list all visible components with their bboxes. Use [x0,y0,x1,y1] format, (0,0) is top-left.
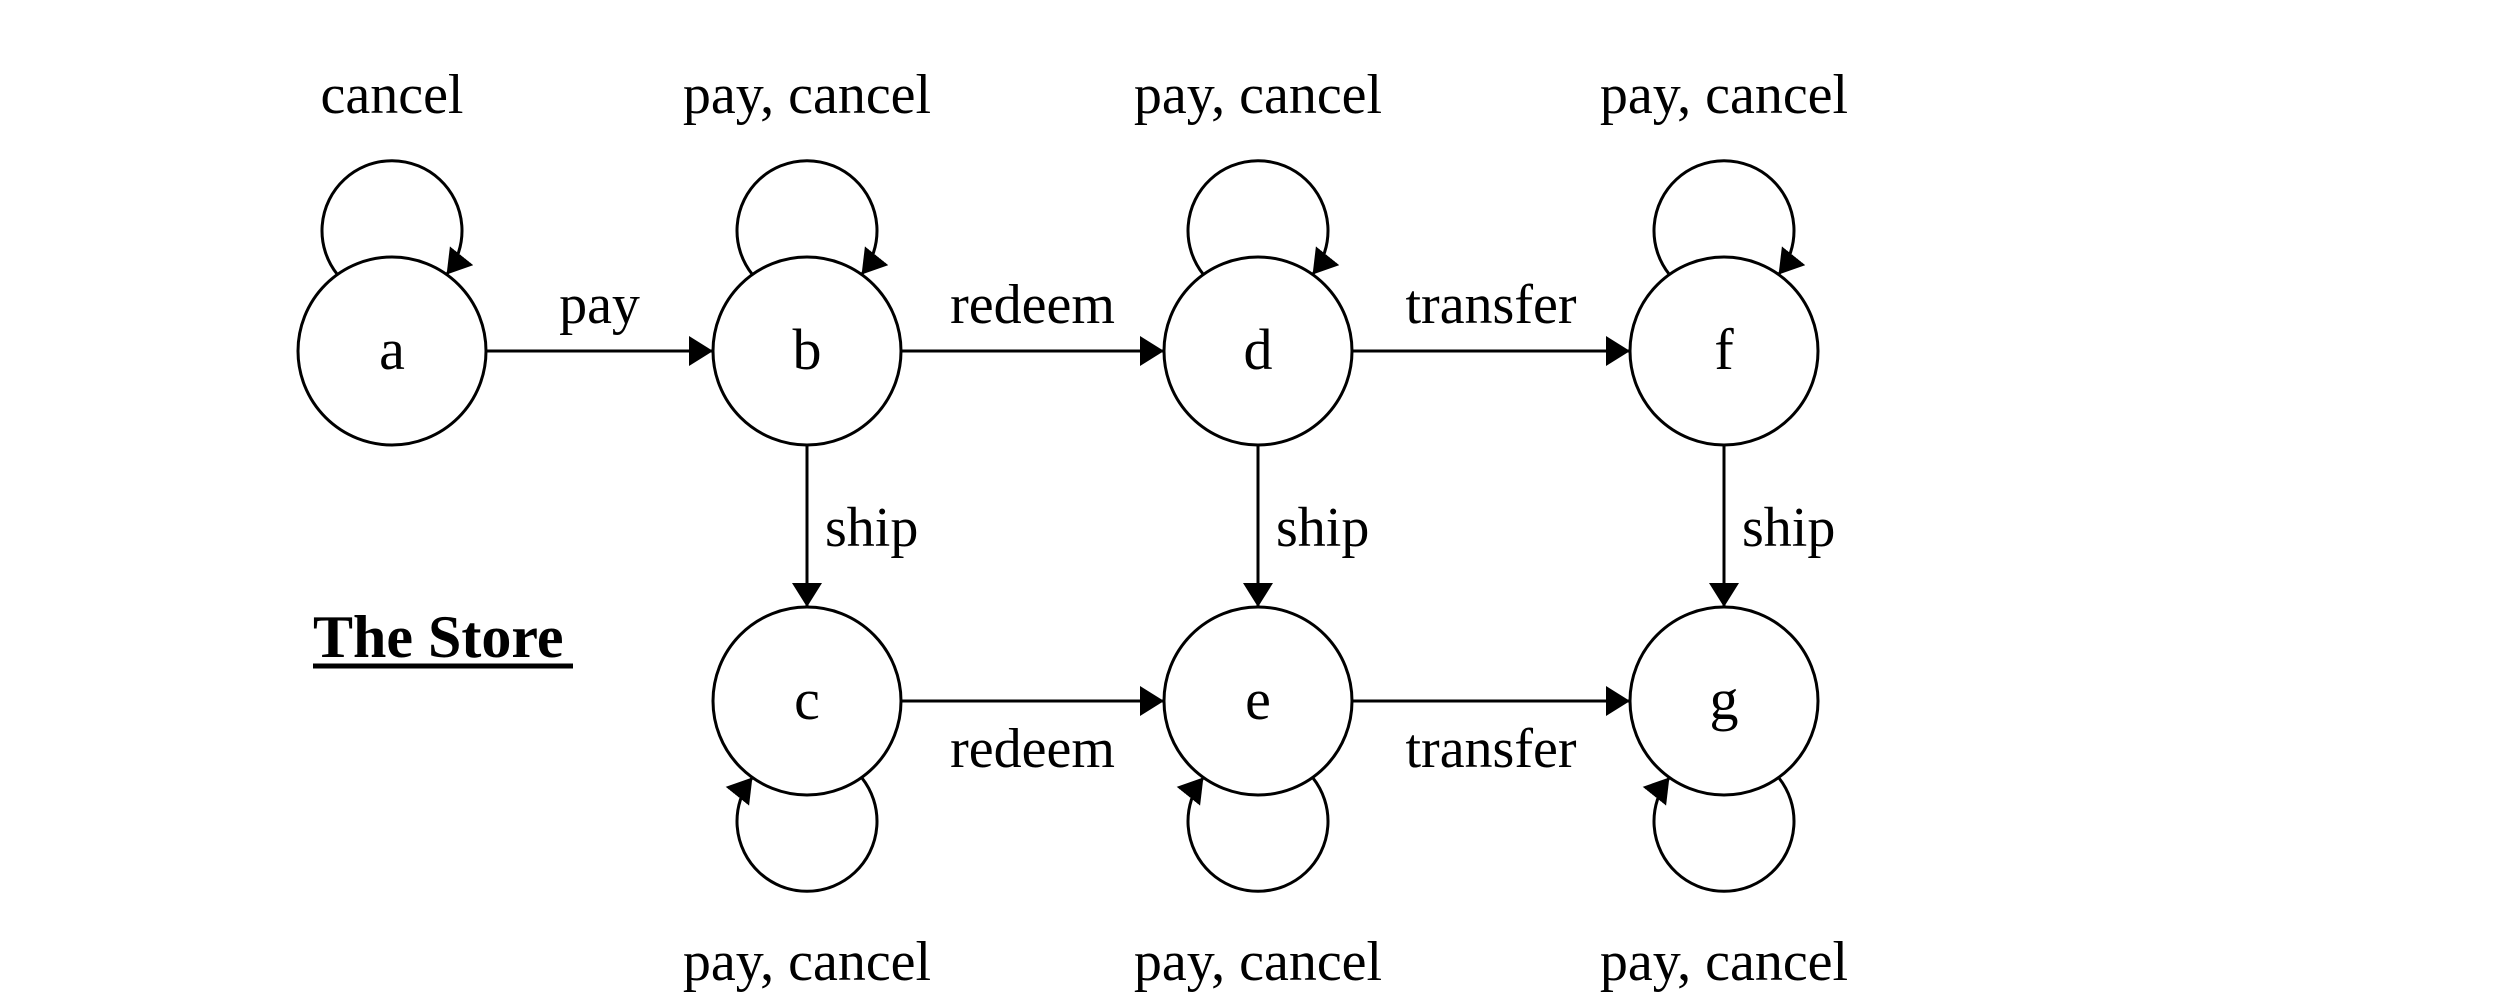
state-node-f: f [1628,255,1820,447]
edge-label: redeem [950,274,1115,336]
state-circle [1162,255,1354,447]
nodes-group: a b c d e f g [296,255,1820,797]
state-node-a: a [296,255,488,447]
self-loops-group: cancel pay, cancel pay, cancel pay, cancel p… [320,64,1848,993]
edge-label: transfer [1405,274,1576,336]
self-loop-g [1642,776,1796,893]
edge-label: pay [559,274,640,336]
self-loop-label: pay, cancel [1600,931,1848,993]
state-circle [1162,605,1354,797]
state-label: a [379,317,405,382]
self-loop-label: pay, cancel [1134,931,1382,993]
edge-label: ship [1742,497,1835,559]
self-loop-label: pay, cancel [1134,64,1382,126]
state-node-c: c [711,605,903,797]
state-node-b: b [711,255,903,447]
self-loop-c [725,776,879,893]
state-label: c [794,667,820,732]
diagram-title: The Store [313,604,564,670]
state-node-e: e [1162,605,1354,797]
state-label: f [1714,317,1734,382]
state-node-d: d [1162,255,1354,447]
self-loop-b [735,159,889,276]
edges-group: pay redeem transfer ship ship ship redeem trans… [486,274,1835,780]
state-label: e [1245,667,1271,732]
self-loop-e [1176,776,1330,893]
state-circle [711,605,903,797]
self-loop-label: pay, cancel [683,931,931,993]
edge-label: ship [1276,497,1369,559]
state-label: g [1710,667,1739,732]
state-circle [1628,255,1820,447]
edge-label: transfer [1405,718,1576,780]
state-label: d [1244,317,1273,382]
edge-label: ship [825,497,918,559]
state-circle [711,255,903,447]
self-loop-label: pay, cancel [1600,64,1848,126]
state-circle [296,255,488,447]
self-loop-a [320,159,474,276]
self-loop-d [1186,159,1340,276]
edge-label: redeem [950,718,1115,780]
self-loop-label: cancel [321,64,464,126]
state-node-g: g [1628,605,1820,797]
state-label: b [793,317,822,382]
self-loop-f [1652,159,1806,276]
self-loop-label: pay, cancel [683,64,931,126]
state-circle [1628,605,1820,797]
